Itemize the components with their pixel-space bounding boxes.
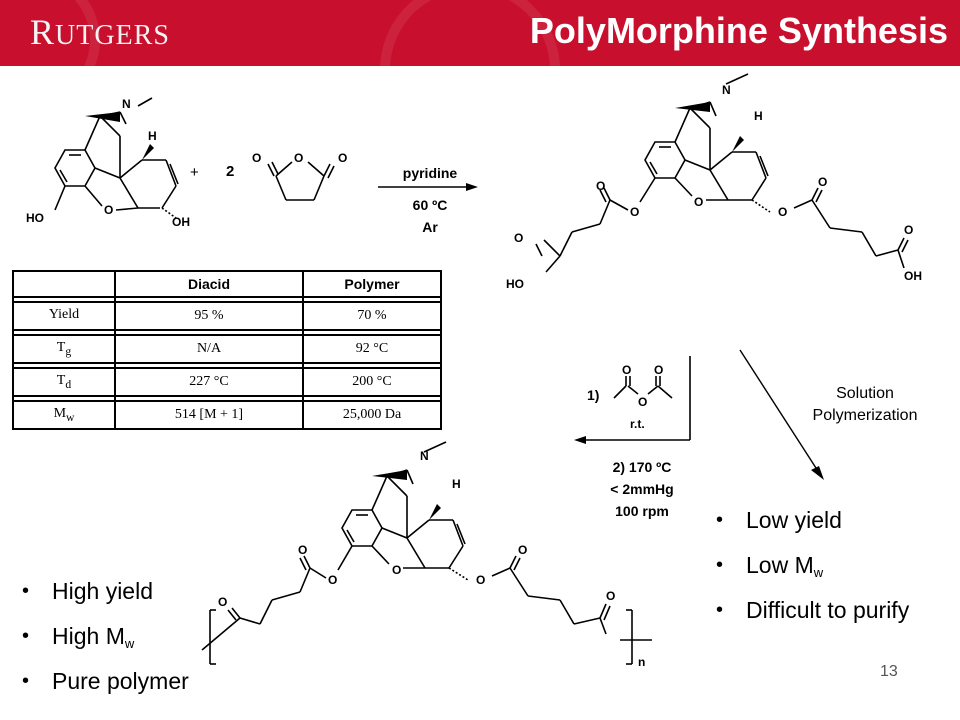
diacid-value: 227 °C bbox=[114, 367, 304, 397]
polymorphine-structure: N H O O O O O O O n bbox=[201, 441, 652, 669]
oxygen-label: O bbox=[694, 195, 703, 209]
table-header-row: Diacid Polymer bbox=[12, 270, 442, 298]
list-item: High Mw bbox=[22, 621, 189, 666]
carbonyl-oxygen-label: O bbox=[518, 543, 527, 557]
temperature-label: 60 ºC bbox=[412, 197, 448, 213]
carbonyl-oxygen-label: O bbox=[252, 151, 261, 165]
pressure-label: < 2mmHg bbox=[610, 481, 674, 497]
hydroxyl-label: OH bbox=[172, 215, 190, 229]
list-item: Low yield bbox=[716, 505, 909, 550]
plus-sign: + bbox=[190, 164, 199, 181]
slide-title: PolyMorphine Synthesis bbox=[529, 10, 948, 51]
diacid-value: N/A bbox=[114, 334, 304, 364]
stoichiometric-coefficient: 2 bbox=[226, 163, 235, 180]
temperature-label: 2) 170 ºC bbox=[612, 459, 672, 475]
oxygen-label: O bbox=[392, 563, 401, 577]
morphine-structure: N H O HO OH bbox=[26, 97, 190, 229]
list-item: Low Mw bbox=[716, 550, 909, 595]
carbonyl-oxygen-label: O bbox=[622, 364, 631, 377]
table-header-cell: Diacid bbox=[114, 270, 304, 298]
solution-polymerization-arrow bbox=[739, 349, 824, 480]
diacid-value: 95 % bbox=[114, 301, 304, 331]
list-item: Difficult to purify bbox=[716, 595, 909, 640]
header-band: RUTGERS PolyMorphine Synthesis bbox=[0, 0, 960, 66]
room-temperature-label: r.t. bbox=[630, 417, 645, 431]
rutgers-logo: RUTGERS bbox=[30, 12, 170, 52]
diacid-value: 514 [M + 1] bbox=[114, 400, 304, 430]
header-decoration bbox=[0, 0, 100, 66]
property-cell: Mw bbox=[12, 400, 116, 430]
table-row: Mw 514 [M + 1] 25,000 Da bbox=[12, 400, 442, 430]
solution-label-line: Solution bbox=[836, 385, 894, 402]
carbonyl-oxygen-label: O bbox=[818, 175, 827, 189]
ester-oxygen-label: O bbox=[778, 205, 787, 219]
reaction-conditions-2: 2) 170 ºC < 2mmHg 100 rpm bbox=[592, 456, 692, 522]
table-header-cell bbox=[12, 270, 116, 298]
hydroxyl-label: OH bbox=[904, 269, 922, 283]
ester-oxygen-label: O bbox=[328, 573, 337, 587]
table-header-cell: Polymer bbox=[302, 270, 442, 298]
polymer-value: 25,000 Da bbox=[302, 400, 442, 430]
solution-polymerization-label: Solution Polymerization bbox=[790, 383, 940, 427]
acetic-anhydride-structure: O O O bbox=[613, 364, 673, 408]
list-item: Pure polymer bbox=[22, 666, 189, 711]
polymer-value: 200 °C bbox=[302, 367, 442, 397]
reaction-conditions-1: pyridine 60 ºC Ar bbox=[388, 162, 472, 238]
property-cell: Yield bbox=[12, 301, 116, 331]
properties-table: Diacid Polymer Yield 95 % 70 % Tg N/A 92… bbox=[12, 270, 442, 430]
list-item: High yield bbox=[22, 576, 189, 621]
step-1-label: 1) bbox=[587, 387, 600, 403]
reaction-arrow bbox=[378, 183, 478, 191]
property-cell: Tg bbox=[12, 334, 116, 364]
hydroxyl-label: HO bbox=[506, 277, 524, 291]
solution-label-line: Polymerization bbox=[812, 407, 918, 424]
ester-oxygen-label: O bbox=[476, 573, 485, 587]
melt-results-list: High yield High Mw Pure polymer bbox=[22, 576, 189, 711]
bridge-oxygen-label: O bbox=[638, 395, 647, 408]
repeat-unit-label: n bbox=[638, 655, 645, 669]
carbonyl-oxygen-label: O bbox=[514, 231, 523, 245]
diacid-structure: N H O O O O O O O HO OH bbox=[506, 73, 922, 291]
solution-results-list: Low yield Low Mw Difficult to purify bbox=[716, 505, 909, 640]
ester-oxygen-label: O bbox=[630, 205, 639, 219]
page-number: 13 bbox=[880, 663, 898, 680]
nitrogen-label: N bbox=[420, 449, 429, 463]
carbonyl-oxygen-label: O bbox=[298, 543, 307, 557]
nitrogen-label: N bbox=[122, 97, 131, 111]
polymer-value: 70 % bbox=[302, 301, 442, 331]
polymer-value: 92 °C bbox=[302, 334, 442, 364]
carbonyl-oxygen-label: O bbox=[904, 223, 913, 237]
hydrogen-label: H bbox=[754, 109, 763, 123]
hydrogen-label: H bbox=[148, 129, 157, 143]
oxygen-label: O bbox=[104, 203, 113, 217]
hydroxyl-label: HO bbox=[26, 211, 44, 225]
melt-polymerization-arrow bbox=[574, 356, 691, 444]
carbonyl-oxygen-label: O bbox=[606, 589, 615, 603]
solvent-label: pyridine bbox=[402, 165, 458, 181]
ring-oxygen-label: O bbox=[294, 151, 303, 165]
carbonyl-oxygen-label: O bbox=[218, 595, 227, 609]
nitrogen-label: N bbox=[722, 83, 731, 97]
table-row: Tg N/A 92 °C bbox=[12, 334, 442, 364]
table-row: Td 227 °C 200 °C bbox=[12, 367, 442, 397]
hydrogen-label: H bbox=[452, 477, 461, 491]
carbonyl-oxygen-label: O bbox=[654, 364, 663, 377]
carbonyl-oxygen-label: O bbox=[596, 179, 605, 193]
stirring-label: 100 rpm bbox=[615, 503, 669, 519]
table-row: Yield 95 % 70 % bbox=[12, 301, 442, 331]
property-cell: Td bbox=[12, 367, 116, 397]
glutaric-anhydride-structure: O O O bbox=[252, 151, 347, 201]
atmosphere-label: Ar bbox=[422, 219, 438, 235]
carbonyl-oxygen-label: O bbox=[338, 151, 347, 165]
